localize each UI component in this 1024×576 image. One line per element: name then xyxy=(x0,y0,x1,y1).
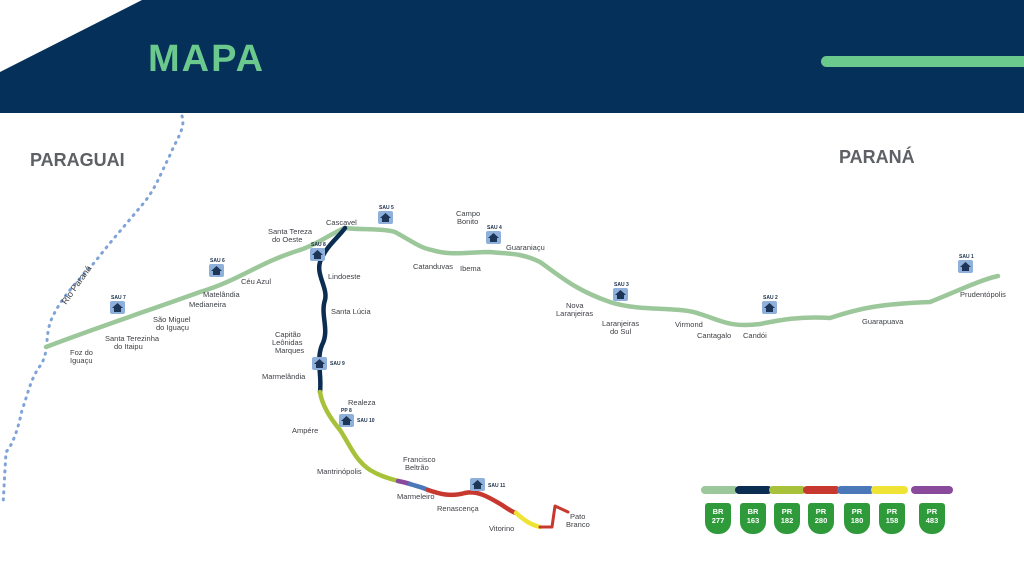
legend-color-br163 xyxy=(735,486,772,494)
house-shape xyxy=(960,262,971,271)
house-shape xyxy=(764,303,775,312)
city-label-catanduvas: Catanduvas xyxy=(413,262,453,271)
house-shape xyxy=(380,213,391,222)
city-label-guaraniacu: Guaraniaçu xyxy=(506,243,545,252)
house-shape xyxy=(341,416,352,425)
house-shape xyxy=(615,290,626,299)
city-label-candoi: Candói xyxy=(743,331,767,340)
page-title: MAPA xyxy=(148,38,266,80)
city-label-cantagalo: Cantagalo xyxy=(697,331,731,340)
base-marker-pp-8: PP 8 SAU 10 xyxy=(339,408,375,427)
city-label-santa-lucia: Santa Lúcia xyxy=(331,307,371,316)
house-shape xyxy=(211,266,222,275)
city-label-virmond: Virmond xyxy=(675,320,703,329)
base-marker-sau-2: SAU 2 xyxy=(762,295,778,314)
base-marker-sau-1: SAU 1 xyxy=(958,254,974,273)
svg-text:SAU 10: SAU 10 xyxy=(357,418,375,424)
base-marker-sau-7: SAU 7 xyxy=(110,295,126,314)
base-marker-sau-5: SAU 5 xyxy=(378,205,394,224)
svg-text:SAU 6: SAU 6 xyxy=(210,258,225,264)
svg-text:SAU 4: SAU 4 xyxy=(487,225,502,231)
svg-text:SAU 9: SAU 9 xyxy=(330,361,345,367)
city-label-mantrinopolis: Mantrinópolis xyxy=(317,467,362,476)
legend-color-pr180 xyxy=(837,486,874,494)
base-marker-sau-3: SAU 3 xyxy=(613,282,629,301)
city-label-marmeleiro: Marmeleiro xyxy=(397,492,435,501)
city-label-guarapuava: Guarapuava xyxy=(862,317,904,326)
city-label-renascenca: Renascença xyxy=(437,504,480,513)
legend-color-pr483 xyxy=(911,486,953,494)
river-label: Rio Paraná xyxy=(59,264,93,307)
svg-text:SAU 2: SAU 2 xyxy=(763,295,778,301)
city-label-lindoeste: Lindoeste xyxy=(328,272,361,281)
header-accent-bar xyxy=(821,56,1024,67)
city-label-matelandia: Matelândia xyxy=(203,290,241,299)
city-label-vitorino: Vitorino xyxy=(489,524,514,533)
legend-color-pr182 xyxy=(769,486,806,494)
city-label-ibema: Ibema xyxy=(460,264,482,273)
legend-color-br277 xyxy=(701,486,738,494)
house-shape xyxy=(112,303,123,312)
region-label-paraguai: PARAGUAI xyxy=(30,150,125,170)
city-label-realeza: Realeza xyxy=(348,398,376,407)
house-shape xyxy=(488,233,499,242)
house-shape xyxy=(312,250,323,259)
base-marker-sau-11: SAU 11 xyxy=(470,478,505,491)
house-shape xyxy=(472,480,483,489)
city-label-cascavel: Cascavel xyxy=(326,218,357,227)
region-label-parana: PARANÁ xyxy=(839,147,915,167)
city-label-marmelandia: Marmelândia xyxy=(262,372,306,381)
road-pr280-pato-branco xyxy=(538,504,570,529)
road-pr158 xyxy=(513,510,543,530)
svg-text:SAU 8: SAU 8 xyxy=(311,242,326,248)
base-marker-sau-6: SAU 6 xyxy=(209,258,225,277)
road-pr182 xyxy=(317,389,401,484)
road-pr280 xyxy=(425,487,519,516)
base-marker-sau-4: SAU 4 xyxy=(486,225,502,244)
base-marker-sau-9: SAU 9 xyxy=(312,357,345,370)
city-label-ceu-azul: Céu Azul xyxy=(241,277,271,286)
river-parana xyxy=(1,114,185,507)
svg-text:SAU 7: SAU 7 xyxy=(111,295,126,301)
base-marker-sau-8: SAU 8 xyxy=(310,242,326,261)
svg-text:SAU 1: SAU 1 xyxy=(959,254,974,260)
city-label-prudentopolis: Prudentópolis xyxy=(960,290,1006,299)
house-shape xyxy=(314,359,325,368)
city-label-ampere: Ampére xyxy=(292,426,318,435)
city-label-medianeira: Medianeira xyxy=(189,300,227,309)
svg-text:SAU 11: SAU 11 xyxy=(488,483,505,489)
legend-color-pr280 xyxy=(803,486,840,494)
road-br277 xyxy=(43,225,1001,350)
legend-color-pr158 xyxy=(871,486,908,494)
header-banner: MAPA xyxy=(0,0,1024,113)
svg-text:SAU 3: SAU 3 xyxy=(614,282,629,288)
svg-text:SAU 5: SAU 5 xyxy=(379,205,394,211)
svg-text:PP 8: PP 8 xyxy=(341,408,352,414)
road-pr180 xyxy=(407,481,431,493)
header-corner-cut xyxy=(0,0,142,72)
